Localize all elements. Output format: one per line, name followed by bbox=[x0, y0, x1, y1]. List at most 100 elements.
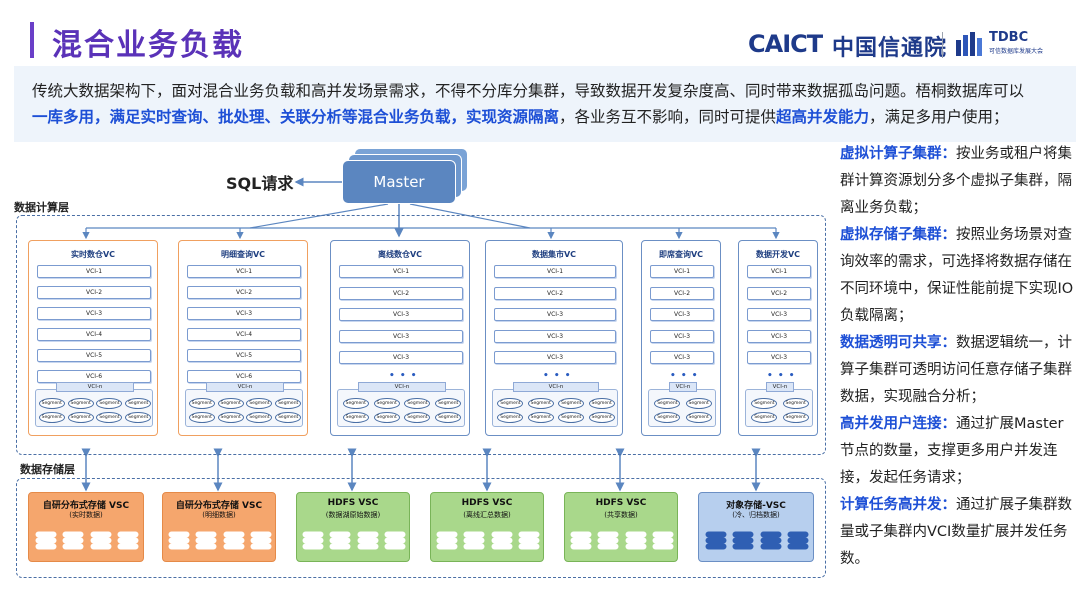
vci-row: VCI-5 bbox=[37, 349, 151, 362]
segment-node: Segment bbox=[782, 398, 809, 409]
segment-node: Segment bbox=[435, 412, 462, 423]
vc-title: 离线数仓VC bbox=[377, 250, 423, 259]
vci-row: VCI-5 bbox=[187, 349, 301, 362]
segment-node: Segment bbox=[67, 412, 94, 423]
database-icon bbox=[35, 531, 57, 550]
caict-cn-logo: 中国信通院 bbox=[832, 36, 948, 61]
tdbc-logo-text: TDBC bbox=[989, 30, 1029, 45]
segment-node: Segment bbox=[497, 412, 524, 423]
segment-node: Segment bbox=[217, 398, 244, 409]
vsc-subtitle: (明细数据) bbox=[202, 511, 236, 519]
database-icon bbox=[250, 531, 272, 550]
vci-row: VCI-3 bbox=[650, 308, 714, 321]
page-title: 混合业务负载 bbox=[52, 28, 244, 63]
vci-row: VCI-3 bbox=[494, 351, 616, 364]
vc-title: 明细查询VC bbox=[220, 250, 266, 259]
database-icon bbox=[787, 531, 809, 550]
segment-node: Segment bbox=[654, 412, 681, 423]
segment-node: Segment bbox=[558, 412, 585, 423]
logo-divider bbox=[942, 32, 943, 58]
vci-n-label: VCI-n bbox=[358, 382, 446, 392]
segment-node: Segment bbox=[246, 412, 273, 423]
database-icon bbox=[760, 531, 782, 550]
feature-title: 数据透明可共享： bbox=[840, 335, 956, 351]
intro-highlight-2: 超高并发能力 bbox=[776, 108, 870, 126]
segment-node: Segment bbox=[275, 398, 302, 409]
segment-node: Segment bbox=[373, 412, 400, 423]
vsc-title: 对象存储-VSC bbox=[726, 501, 786, 511]
vci-n-label: VCI-n bbox=[56, 382, 134, 392]
tdbc-logo-icon bbox=[956, 32, 982, 56]
vsc-title: 自研分布式存储 VSC bbox=[42, 501, 130, 511]
feature-title: 高并发用户连接： bbox=[840, 416, 956, 432]
vci-row: VCI-2 bbox=[339, 286, 463, 300]
database-icon bbox=[491, 531, 513, 550]
vci-row: VCI-3 bbox=[650, 351, 714, 364]
database-icon bbox=[732, 531, 754, 550]
database-icon bbox=[357, 531, 379, 550]
segment-node: Segment bbox=[527, 398, 554, 409]
vci-row: VCI-4 bbox=[187, 328, 301, 341]
segment-node: Segment bbox=[404, 398, 431, 409]
segment-node: Segment bbox=[751, 412, 778, 423]
vci-row: VCI-2 bbox=[650, 286, 714, 300]
database-icon bbox=[329, 531, 351, 550]
vci-row: VCI-3 bbox=[747, 308, 811, 321]
vci-row: VCI-3 bbox=[37, 307, 151, 320]
vci-row: VCI-1 bbox=[494, 265, 616, 278]
vsc-box: HDFS VSC(数据湖原始数据) bbox=[296, 492, 410, 562]
feature-item: 计算任务高并发：通过扩展子集群数量或子集群内VCI数量扩展并发任务数。 bbox=[840, 492, 1076, 573]
feature-item: 虚拟存储子集群：按照业务场景对查询效率的需求，可选择将数据存储在不同环境中，保证… bbox=[840, 222, 1076, 330]
caict-logo: CAICT bbox=[748, 30, 823, 58]
vsc-box: 自研分布式存储 VSC(实时数据) bbox=[28, 492, 144, 562]
database-icon bbox=[652, 531, 674, 550]
segment-node: Segment bbox=[38, 398, 65, 409]
title-accent-bar bbox=[30, 22, 34, 58]
segment-node: Segment bbox=[588, 398, 615, 409]
vci-n-label: VCI-n bbox=[766, 382, 794, 392]
vc-title: 实时数仓VC bbox=[70, 250, 116, 259]
vsc-title: HDFS VSC bbox=[461, 498, 513, 508]
database-icon bbox=[223, 531, 245, 550]
vsc-title: 自研分布式存储 VSC bbox=[175, 501, 263, 511]
segment-node: Segment bbox=[435, 398, 462, 409]
segment-node: Segment bbox=[38, 412, 65, 423]
feature-item: 虚拟计算子集群：按业务或租户将集群计算资源划分多个虚拟子集群，隔离业务负载； bbox=[840, 141, 1076, 222]
vci-row: VCI-3 bbox=[650, 329, 714, 343]
vsc-box: 对象存储-VSC(冷、归档数据) bbox=[698, 492, 814, 562]
intro-paragraph: 传统大数据架构下，面对混合业务负载和高并发场景需求，不得不分库分集群，导致数据开… bbox=[14, 66, 1076, 142]
database-icon bbox=[436, 531, 458, 550]
vci-row: VCI-1 bbox=[37, 265, 151, 278]
feature-title: 计算任务高并发： bbox=[840, 497, 956, 513]
tdbc-logo-subtitle: 可信数据库发展大会 bbox=[989, 48, 1044, 55]
database-icon bbox=[90, 531, 112, 550]
vci-row: VCI-1 bbox=[747, 265, 811, 278]
feature-title: 虚拟存储子集群： bbox=[840, 227, 956, 243]
vsc-box: HDFS VSC(共享数据) bbox=[564, 492, 678, 562]
segment-node: Segment bbox=[404, 412, 431, 423]
vsc-title: HDFS VSC bbox=[327, 498, 379, 508]
segment-node: Segment bbox=[217, 412, 244, 423]
segment-node: Segment bbox=[685, 398, 712, 409]
vsc-title: HDFS VSC bbox=[595, 498, 647, 508]
database-icon bbox=[570, 531, 592, 550]
feature-title: 虚拟计算子集群： bbox=[840, 146, 956, 162]
ellipsis: • • • bbox=[767, 370, 796, 381]
vci-n-label: VCI-n bbox=[513, 382, 599, 392]
segment-node: Segment bbox=[125, 412, 152, 423]
segment-node: Segment bbox=[588, 412, 615, 423]
vc-title: 数据开发VC bbox=[755, 250, 801, 259]
vsc-box: HDFS VSC(离线汇总数据) bbox=[430, 492, 544, 562]
segment-node: Segment bbox=[67, 398, 94, 409]
intro-highlight-1: 一库多用，满足实时查询、批处理、关联分析等混合业务负载，实现资源隔离 bbox=[32, 108, 560, 126]
vci-row: VCI-4 bbox=[37, 328, 151, 341]
vci-row: VCI-3 bbox=[494, 329, 616, 343]
database-icon bbox=[302, 531, 324, 550]
database-icon bbox=[705, 531, 727, 550]
database-icon bbox=[384, 531, 406, 550]
